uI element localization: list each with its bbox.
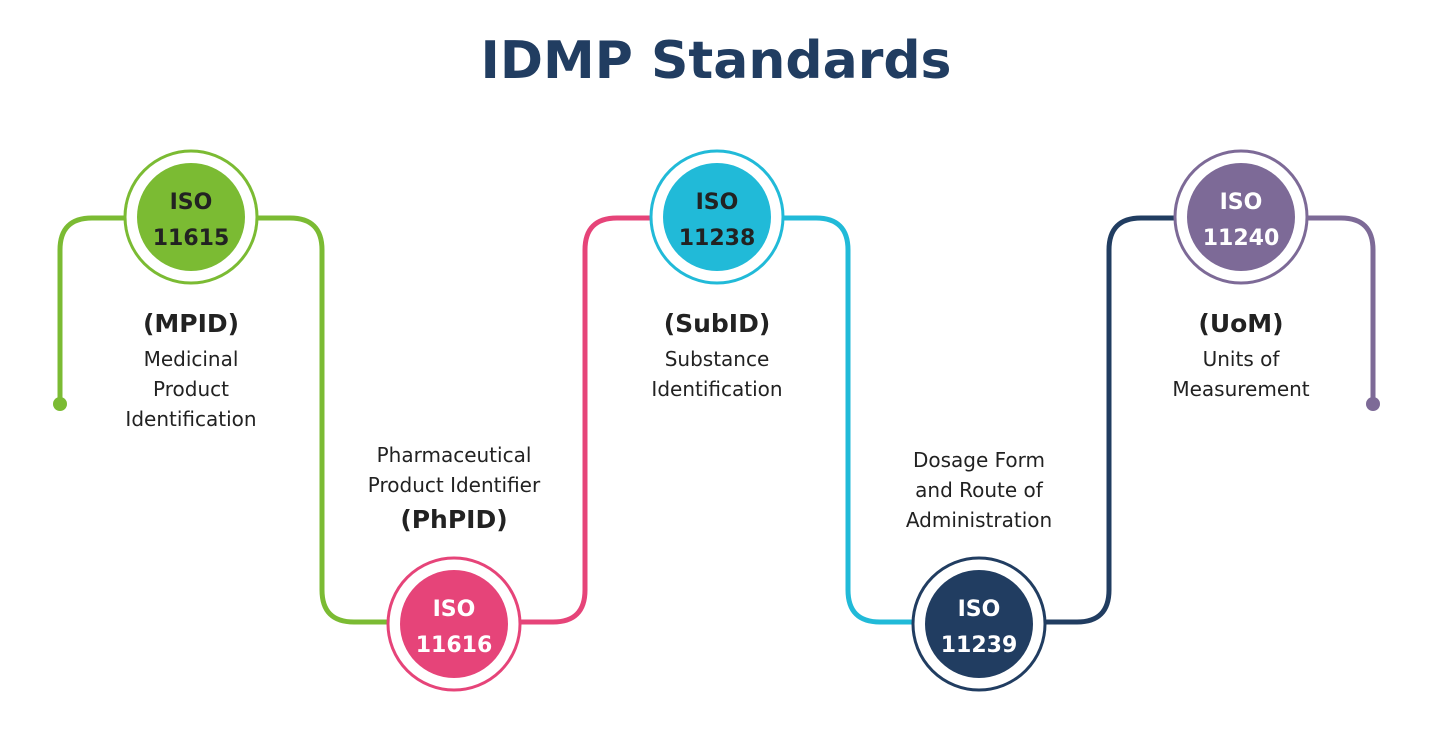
standard-node-11615: ISO 11615 (MPID) Medicinal Product Ident… xyxy=(123,149,259,431)
description-line: Medicinal xyxy=(144,347,239,371)
description-line: Administration xyxy=(906,508,1052,532)
iso-label: ISO xyxy=(1220,190,1263,215)
connector-green-right xyxy=(258,215,388,625)
description-line: Identification xyxy=(651,377,782,401)
standard-node-11238: ISO 11238 (SubID) Substance Identificati… xyxy=(649,149,785,401)
node-fill xyxy=(400,570,508,678)
description-line: Dosage Form xyxy=(913,448,1045,472)
description-line: Product Identifier xyxy=(368,473,541,497)
standard-node-11239: ISO 11239 Dosage Form and Route of Admin… xyxy=(906,448,1052,692)
standard-node-11616: ISO 11616 Pharmaceutical Product Identif… xyxy=(368,443,541,692)
standard-abbr: (UoM) xyxy=(1198,309,1283,338)
iso-label: ISO xyxy=(958,597,1001,622)
connector-navy xyxy=(1045,215,1174,625)
connector-pink xyxy=(520,215,650,625)
node-fill xyxy=(925,570,1033,678)
standard-abbr: (MPID) xyxy=(143,309,239,338)
iso-number: 11616 xyxy=(416,633,493,658)
iso-label: ISO xyxy=(696,190,739,215)
description-line: Units of xyxy=(1203,347,1281,371)
endpoint-dot-right xyxy=(1366,397,1380,411)
iso-number: 11615 xyxy=(153,226,230,251)
connector-green-left xyxy=(57,215,124,404)
node-fill xyxy=(137,163,245,271)
iso-number: 11240 xyxy=(1203,226,1280,251)
node-fill xyxy=(663,163,771,271)
description-line: Identification xyxy=(125,407,256,431)
iso-label: ISO xyxy=(170,190,213,215)
standard-abbr: (PhPID) xyxy=(400,505,507,534)
connector-cyan xyxy=(784,215,913,625)
description-line: Substance xyxy=(665,347,770,371)
description-line: Measurement xyxy=(1172,377,1309,401)
iso-number: 11239 xyxy=(941,633,1018,658)
iso-number: 11238 xyxy=(679,226,756,251)
iso-label: ISO xyxy=(433,597,476,622)
node-fill xyxy=(1187,163,1295,271)
connector-purple-right xyxy=(1308,215,1376,404)
description-line: Product xyxy=(153,377,229,401)
page-title: IDMP Standards xyxy=(480,31,951,91)
standard-node-11240: ISO 11240 (UoM) Units of Measurement xyxy=(1172,149,1310,401)
connector-paths xyxy=(53,215,1380,625)
standard-abbr: (SubID) xyxy=(664,309,771,338)
description-line: and Route of xyxy=(915,478,1044,502)
description-line: Pharmaceutical xyxy=(377,443,532,467)
endpoint-dot-left xyxy=(53,397,67,411)
